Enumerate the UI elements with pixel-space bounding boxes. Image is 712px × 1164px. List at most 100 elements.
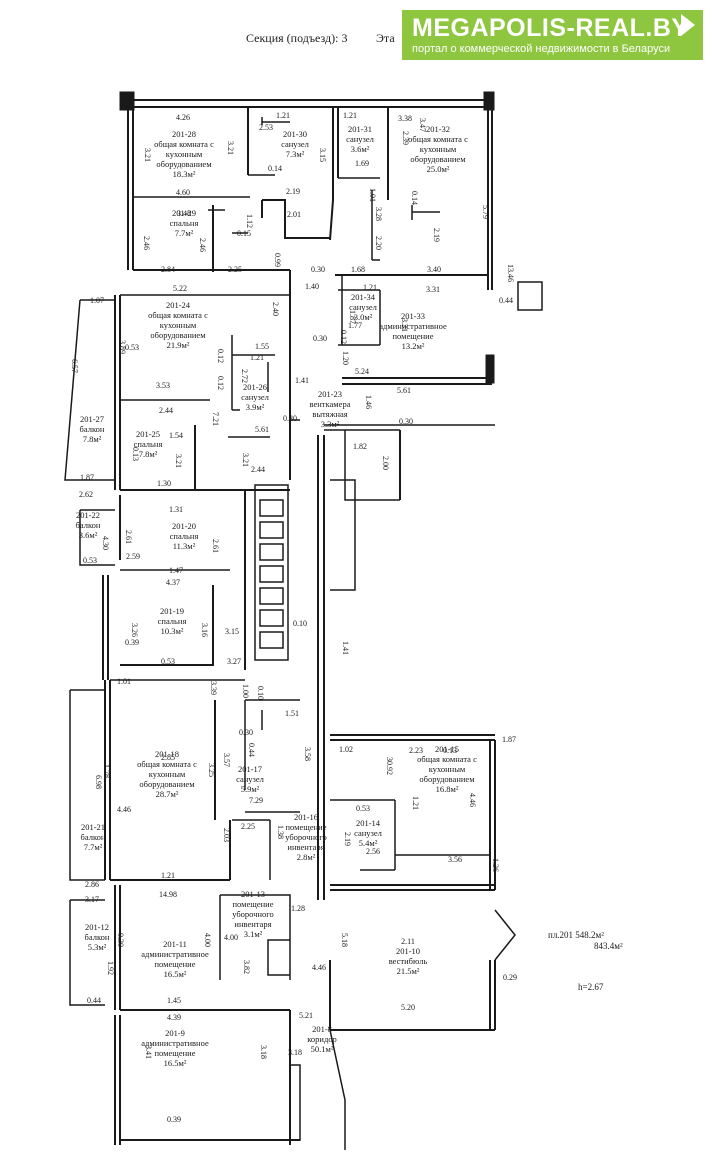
dimension-label: 3.31 bbox=[426, 285, 440, 294]
dimension-label: 14.98 bbox=[159, 890, 177, 899]
dimension-label: 1.40 bbox=[305, 282, 319, 291]
stair-step bbox=[259, 631, 284, 649]
outer-wall-top bbox=[128, 99, 490, 108]
dimension-label: 3.31 bbox=[400, 318, 409, 332]
dimension-label: 0.13 bbox=[131, 447, 140, 461]
wall-201-30-right bbox=[329, 107, 334, 241]
dimension-label: 1.31 bbox=[169, 505, 183, 514]
dimension-label: 0.44 bbox=[87, 996, 101, 1005]
dimension-label: 0.30 bbox=[313, 334, 327, 343]
dimension-label: 4.46 bbox=[468, 793, 477, 807]
dimension-label: 2.56 bbox=[366, 847, 380, 856]
dimension-label: 1.28 bbox=[291, 904, 305, 913]
stair-step bbox=[259, 587, 284, 605]
wall-201-26 bbox=[231, 335, 275, 411]
dimension-label: 2.40 bbox=[271, 302, 280, 316]
dimension-label: 3.27 bbox=[227, 657, 241, 666]
wall-lobby-upper bbox=[262, 199, 330, 239]
dimension-label: 0.39 bbox=[167, 1115, 181, 1124]
dimension-label: 3.18 bbox=[288, 1048, 302, 1057]
dimension-label: 0.14 bbox=[268, 164, 282, 173]
dimension-label: 6.98 bbox=[94, 775, 103, 789]
dimension-label: 2.44 bbox=[251, 465, 265, 474]
dimension-label: 1.46 bbox=[364, 395, 373, 409]
dimension-label: 1.82 bbox=[353, 442, 367, 451]
dimension-label: 3.57 bbox=[222, 753, 231, 767]
dimension-label: 4.37 bbox=[166, 578, 180, 587]
dimension-label: 3.17 bbox=[85, 895, 99, 904]
dimension-label: 2.19 bbox=[343, 832, 352, 846]
wall-201-32-inner2 bbox=[411, 205, 440, 220]
dimension-label: 5.22 bbox=[173, 284, 187, 293]
dimension-label: 1.77 bbox=[348, 321, 362, 330]
dimension-label: 5.20 bbox=[401, 1003, 415, 1012]
dimension-label: 0.99 bbox=[273, 253, 282, 267]
wall-201-18-left bbox=[104, 680, 111, 880]
wall-201-15 bbox=[330, 734, 495, 741]
wall-201-13 bbox=[219, 894, 291, 980]
dimension-label: 3.53 bbox=[156, 381, 170, 390]
dimension-label: 2.03 bbox=[222, 828, 231, 842]
dimension-label: 3.21 bbox=[226, 141, 235, 155]
dimension-label: 2.19 bbox=[286, 187, 300, 196]
dimension-label: 2.72 bbox=[240, 369, 249, 383]
dimension-label: 3.89 bbox=[118, 340, 127, 354]
dimension-label: 2.00 bbox=[381, 456, 390, 470]
dimension-label: 4.39 bbox=[167, 1013, 181, 1022]
dimension-label: 3.41 bbox=[144, 1045, 153, 1059]
dimension-label: 2.62 bbox=[79, 490, 93, 499]
wall-201-32-inner bbox=[371, 190, 380, 261]
dimension-label: 1.02 bbox=[339, 745, 353, 754]
dimension-label: 1.26 bbox=[491, 858, 500, 872]
stair-step bbox=[259, 565, 284, 583]
dimension-label: 1.87 bbox=[80, 473, 94, 482]
dimension-label: 0.14 bbox=[410, 191, 419, 205]
section-label: Секция (подъезд): 3 bbox=[246, 31, 348, 45]
dimension-label: 3.28 bbox=[374, 207, 383, 221]
dimension-label: 1.78 bbox=[102, 764, 111, 778]
dimension-label: 0.53 bbox=[356, 804, 370, 813]
dimension-label: 5.79 bbox=[481, 205, 490, 219]
corridor-right-wall bbox=[317, 435, 325, 900]
dimension-label: 1.30 bbox=[157, 479, 171, 488]
dimension-label: 2.01 bbox=[287, 210, 301, 219]
dimension-label: 1.21 bbox=[411, 796, 420, 810]
dimension-label: 1.92 bbox=[106, 961, 115, 975]
dimension-label: 1.41 bbox=[341, 641, 350, 655]
dimension-label: 3.15 bbox=[318, 148, 327, 162]
stair-step bbox=[259, 543, 284, 561]
dimension-label: 5.24 bbox=[355, 367, 369, 376]
dimension-label: 3.21 bbox=[174, 454, 183, 468]
balcony-201-27 bbox=[64, 299, 115, 481]
dimension-label: 0.15 bbox=[237, 229, 251, 238]
dimension-label: 0.30 bbox=[239, 728, 253, 737]
dimension-label: 4.00 bbox=[203, 933, 212, 947]
dimension-label: 4.30 bbox=[101, 536, 110, 550]
dimension-label: 1.69 bbox=[355, 159, 369, 168]
dimension-label: 30.92 bbox=[385, 757, 394, 775]
dimension-label: 0.29 bbox=[503, 973, 517, 982]
dimension-label: 3.39 bbox=[209, 681, 218, 695]
dimension-label: 0.53 bbox=[83, 556, 97, 565]
shaft-outline bbox=[517, 281, 543, 311]
dimension-label: 0.30 bbox=[311, 265, 325, 274]
dimension-label: 4.26 bbox=[176, 113, 190, 122]
wall-left-201-24 bbox=[114, 295, 121, 490]
dimension-label: 0.10 bbox=[256, 686, 265, 700]
dimension-label: 2.25 bbox=[228, 265, 242, 274]
play-arrow-icon bbox=[681, 14, 695, 36]
dimension-label: 4.00 bbox=[224, 933, 238, 942]
site-banner[interactable]: MEGAPOLIS-REAL.BY портал о коммерческой … bbox=[402, 10, 703, 60]
banner-brand: MEGAPOLIS-REAL.BY bbox=[412, 14, 689, 42]
door-201-9 bbox=[289, 1064, 301, 1141]
